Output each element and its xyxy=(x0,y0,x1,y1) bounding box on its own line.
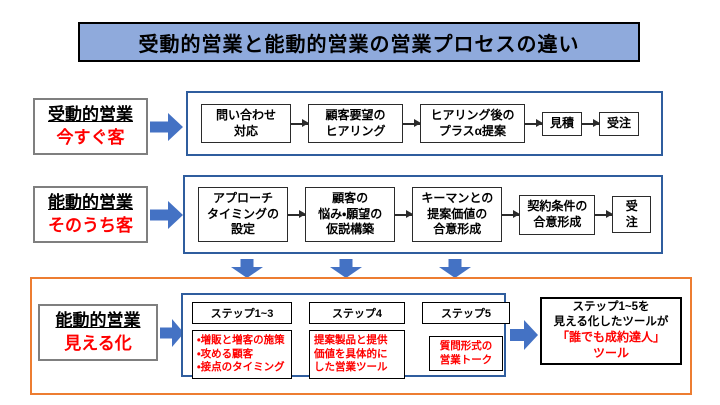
result-description: ステップ1~5を 見える化したツールが xyxy=(553,301,669,329)
flow-arrow-icon xyxy=(395,209,414,218)
right-arrow-icon xyxy=(510,320,538,350)
passive-sales-sublabel: 今すぐ客 xyxy=(56,127,125,147)
page-title: 受動的営業と能動的営業の営業プロセスの違い xyxy=(78,22,640,62)
flow-step: 契約条件の 合意形成 xyxy=(519,194,596,235)
flow-step: キーマンとの 提案価値の 合意形成 xyxy=(412,187,503,242)
step-column-2: ステップ4 提案製品と提供 価値を具体的に した営業ツール xyxy=(309,302,405,379)
flow-step: 問い合わせ 対応 xyxy=(201,103,291,144)
step-column-3: ステップ5 質問形式の 営業トーク xyxy=(422,302,510,372)
right-arrow-icon xyxy=(160,319,184,347)
result-tool-name: 「誰でも成約達人」 ツール xyxy=(556,330,665,360)
passive-sales-label-box: 受動的営業 今すぐ客 xyxy=(33,98,148,155)
step-header: ステップ5 xyxy=(422,302,510,324)
steps-container: ステップ1~3 ・増販と増客の施策 ・攻める顧客 ・接点のタイミング ステップ4… xyxy=(181,293,510,379)
flow-step: 顧客の 悩み・願望の 仮説構築 xyxy=(305,187,396,242)
flow-arrow-icon xyxy=(502,209,521,218)
step-body: ・増販と増客の施策 ・攻める顧客 ・接点のタイミング xyxy=(192,330,292,379)
down-arrow-icon xyxy=(439,259,471,278)
flow-arrow-icon xyxy=(582,118,601,127)
down-arrow-icon xyxy=(330,259,362,278)
active-sales-label-box: 能動的営業 そのうち客 xyxy=(33,186,148,243)
active-flow-container: アプローチ タイミングの 設定 顧客の 悩み・願望の 仮説構築 キーマンとの 提… xyxy=(183,175,663,254)
flow-step: 受注 xyxy=(599,111,640,136)
flow-step: ヒアリング後の プラスα提案 xyxy=(420,103,525,144)
visualization-label: 能動的営業 xyxy=(55,310,141,330)
active-sales-sublabel: そのうち客 xyxy=(48,215,133,235)
result-tool-box: ステップ1~5を 見える化したツールが 「誰でも成約達人」 ツール xyxy=(540,297,682,365)
visualization-sublabel: 見える化 xyxy=(64,333,132,353)
right-arrow-icon xyxy=(150,113,183,141)
down-arrow-icon xyxy=(231,259,263,278)
flow-arrow-icon xyxy=(595,209,614,218)
flow-step: 顧客要望の ヒアリング xyxy=(308,103,403,144)
flow-step: アプローチ タイミングの 設定 xyxy=(198,187,289,242)
flow-step: 受注 xyxy=(612,195,651,234)
step-column-1: ステップ1~3 ・増販と増客の施策 ・攻める顧客 ・接点のタイミング xyxy=(192,302,292,379)
flow-step: 見積 xyxy=(542,111,583,136)
right-arrow-icon xyxy=(150,201,183,229)
step-header: ステップ4 xyxy=(309,302,405,324)
step-header: ステップ1~3 xyxy=(192,302,292,324)
flow-arrow-icon xyxy=(525,118,543,127)
step-body: 質問形式の 営業トーク xyxy=(429,336,503,372)
flow-arrow-icon xyxy=(403,118,421,127)
flow-arrow-icon xyxy=(291,118,309,127)
active-sales-label: 能動的営業 xyxy=(48,192,133,212)
visualization-label-box: 能動的営業 見える化 xyxy=(38,304,158,361)
step-body: 提案製品と提供 価値を具体的に した営業ツール xyxy=(309,330,405,379)
passive-sales-label: 受動的営業 xyxy=(48,104,133,124)
flow-arrow-icon xyxy=(288,209,307,218)
passive-flow-container: 問い合わせ 対応 顧客要望の ヒアリング ヒアリング後の プラスα提案 見積 受… xyxy=(186,91,663,156)
